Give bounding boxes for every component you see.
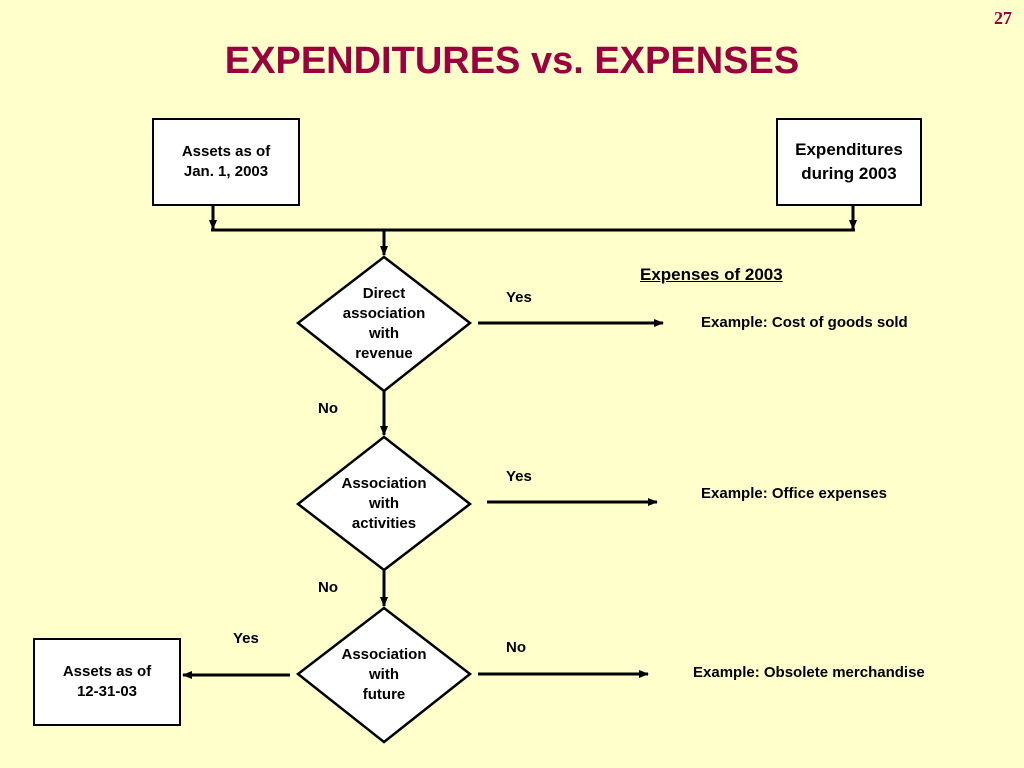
page-number: 27: [994, 8, 1012, 28]
example-obsolete-merchandise: Example: Obsolete merchandise: [693, 664, 925, 681]
future-yes-label: Yes: [233, 630, 259, 647]
decision-revenue-label: Direct association with revenue: [342, 285, 426, 362]
future-no-label: No: [506, 639, 526, 656]
decision-future-label: Association with future: [341, 646, 427, 703]
page-title: EXPENDITURES vs. EXPENSES: [224, 40, 800, 82]
revenue-no-label: No: [318, 400, 338, 417]
expenditures-label: Expenditures during 2003: [795, 140, 903, 183]
activities-yes-label: Yes: [506, 468, 532, 485]
decision-activities-label: Association with activities: [341, 475, 427, 532]
assets-start-box: Assets as of Jan. 1, 2003: [152, 118, 300, 206]
assets-start-label: Assets as of Jan. 1, 2003: [181, 143, 271, 180]
example-office-expenses: Example: Office expenses: [701, 485, 887, 502]
assets-end-box: Assets as of 12-31-03: [33, 638, 181, 726]
assets-end-label: Assets as of 12-31-03: [62, 663, 152, 700]
activities-no-label: No: [318, 579, 338, 596]
expenditures-box: Expenditures during 2003: [776, 118, 922, 206]
revenue-yes-label: Yes: [506, 289, 532, 306]
example-cost-of-goods: Example: Cost of goods sold: [701, 314, 908, 331]
decision-future-shape: [295, 606, 473, 744]
expenses-heading: Expenses of 2003: [640, 265, 783, 284]
